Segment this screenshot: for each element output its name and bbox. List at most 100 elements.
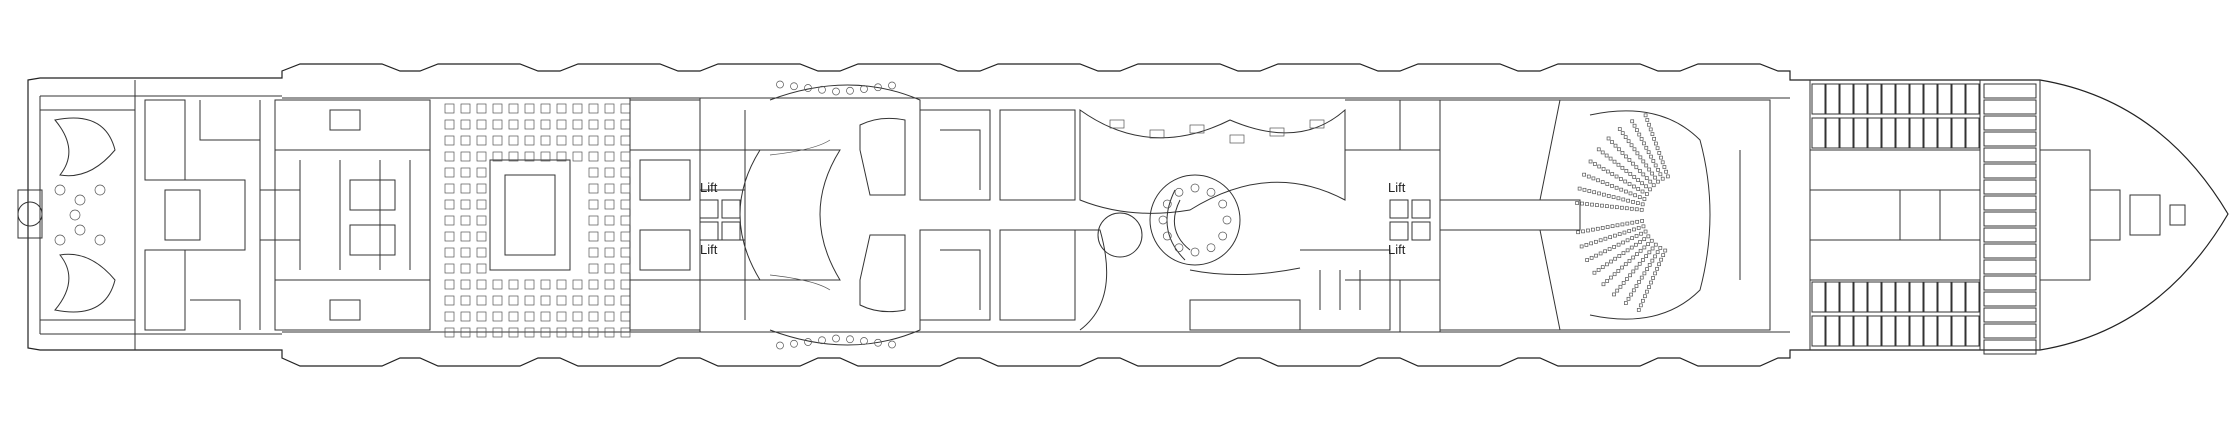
theatre-seat [1655,266,1659,271]
dining-table [524,327,535,338]
forward-cabins [1809,80,2041,350]
theatre-seat [1592,190,1597,195]
theatre-seat [1584,243,1589,247]
dining-table [588,215,599,226]
dining-table [508,119,519,130]
cabin [1923,117,1938,149]
theatre-seat [1625,221,1630,226]
atrium-table [1109,119,1125,129]
atrium-chair [1162,199,1172,209]
theatre-seat [1610,204,1614,209]
theatre-seat [1616,269,1621,273]
dining-table [460,183,471,194]
dining-table [604,199,615,210]
theatre-seat [1617,147,1621,152]
theatre-seat [1634,234,1639,238]
theatre-seat [1608,156,1613,161]
cabin [1909,281,1924,313]
theatre-seat [1629,292,1634,297]
dining-table [524,295,535,306]
theatre-seat [1589,241,1593,246]
dining-table [460,263,471,274]
cabin-rows [1811,83,2037,355]
lift-shaft [1411,221,1431,241]
dining-table [588,263,599,274]
theatre-seat [1662,165,1667,169]
theatre-seat [1585,202,1589,206]
cabin [1983,243,2037,259]
theatre-seat [1657,262,1661,267]
theatre-seat [1648,179,1653,184]
theatre-seat [1651,183,1656,188]
dining-table [604,247,615,258]
dining-table [620,151,631,162]
theatre-seat [1646,242,1650,246]
dining-table [444,135,455,146]
theatre-seat [1634,165,1639,170]
theatre-seat [1643,294,1647,299]
dining-table [492,295,503,306]
dining-table [460,119,471,130]
dining-table [444,295,455,306]
aft-table [69,209,81,221]
dining-table [460,311,471,322]
theatre-seat [1629,206,1634,211]
atrium-table [1149,129,1165,139]
theatre-seat [1642,245,1647,250]
theatre-seat [1648,127,1653,132]
dining-table [604,311,615,322]
dining-table [492,103,503,114]
theatre-seat [1589,255,1594,260]
dining-table [460,215,471,226]
dining-table [572,119,583,130]
dining-table [524,119,535,130]
theatre-seat [1639,207,1644,212]
theatre-seat [1621,197,1626,202]
theatre-seat [1627,258,1632,263]
theatre-seat [1624,206,1629,211]
lift-shaft [1411,199,1431,219]
theatre-seat [1635,201,1640,205]
theatre-seat [1617,127,1622,131]
theatre-seat [1631,200,1635,204]
theatre-seat [1620,265,1624,270]
dining-table [572,295,583,306]
dining-table [620,231,631,242]
theatre-seat [1614,185,1619,190]
dining-table [556,311,567,322]
shops [1189,249,1391,331]
theatre-seat [1609,275,1613,280]
cabin [1839,83,1854,115]
theatre-seat [1612,159,1617,164]
atrium-chair [1218,231,1228,241]
theatre-seat [1596,147,1601,152]
dining-table [524,103,535,114]
atrium-chair [1158,215,1168,225]
atrium-table [1189,124,1205,134]
cabin [1811,83,1826,115]
theatre-seat [1600,180,1605,185]
theatre-seat [1620,165,1625,170]
dining-table [476,295,487,306]
theatre-seat [1577,186,1582,191]
cabin [1825,83,1840,115]
cabin [1867,315,1882,347]
dining-table [476,327,487,338]
theatre-seat [1647,122,1651,127]
theatre-seat [1655,146,1660,151]
theatre-seat [1633,193,1637,198]
dining-table [588,151,599,162]
cabin [1923,281,1938,313]
theatre-seat [1606,136,1611,141]
theatre-seat [1606,194,1611,198]
atrium-table [1309,119,1325,129]
theatre-seat [1581,229,1585,234]
theatre-seat [1651,276,1655,280]
theatre-seat [1613,233,1617,238]
dining-table [444,311,455,322]
cabin [1965,83,1980,115]
dining-table [524,311,535,322]
dining-table [556,119,567,130]
dining-table [524,279,535,290]
dining-table [444,103,455,114]
